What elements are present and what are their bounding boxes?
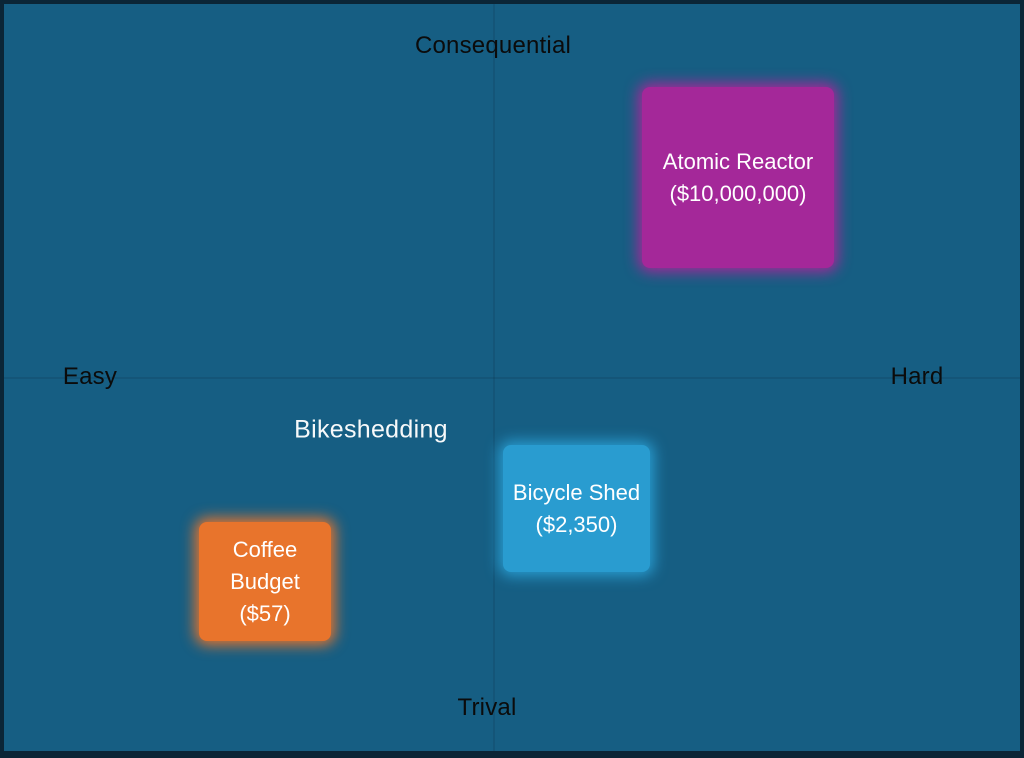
note-coffee-budget: Coffee Budget ($57) bbox=[199, 522, 331, 641]
note-bicycle-shed: Bicycle Shed ($2,350) bbox=[503, 445, 650, 572]
axis-label-consequential: Consequential bbox=[414, 32, 572, 59]
quadrant-divider-vertical bbox=[493, 4, 495, 751]
quadrant-divider-horizontal bbox=[4, 377, 1020, 379]
axis-label-hard: Hard bbox=[890, 363, 944, 390]
note-name: Bicycle Shed bbox=[512, 479, 641, 505]
note-cost: ($10,000,000) bbox=[669, 180, 807, 206]
note-cost: ($2,350) bbox=[535, 511, 618, 537]
axis-label-easy: Easy bbox=[62, 363, 118, 390]
note-cost: ($57) bbox=[239, 600, 291, 626]
diagram-title: Bikeshedding bbox=[294, 415, 448, 444]
note-name: Atomic Reactor bbox=[662, 148, 814, 174]
axis-label-trivial: Trival bbox=[457, 694, 517, 721]
note-atomic-reactor: Atomic Reactor ($10,000,000) bbox=[642, 87, 834, 268]
note-name: Coffee Budget bbox=[230, 536, 300, 594]
